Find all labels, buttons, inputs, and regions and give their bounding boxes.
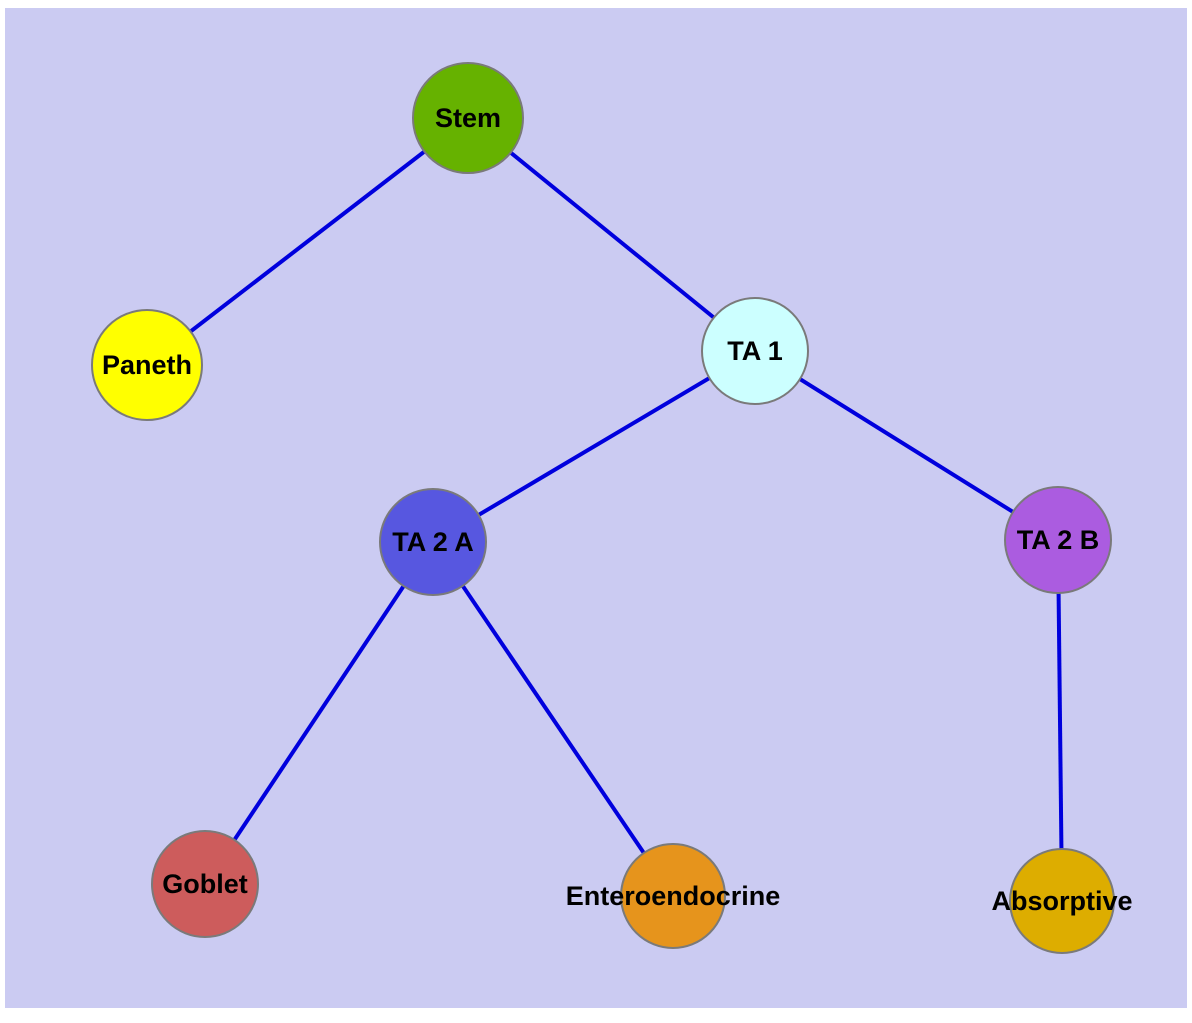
node-enteroendocrine[interactable] [620,843,726,949]
node-ta2b[interactable] [1004,486,1112,594]
node-goblet[interactable] [151,830,259,938]
edge-ta2a-enteroendocrine [431,540,675,898]
edge-ta1-ta2a [431,349,757,544]
edge-stem-paneth [145,116,470,367]
edge-stem-ta1 [466,116,757,353]
node-absorptive[interactable] [1009,848,1115,954]
node-ta2a[interactable] [379,488,487,596]
node-ta1[interactable] [701,297,809,405]
edge-ta1-ta2b [753,349,1060,542]
node-paneth[interactable] [91,309,203,421]
edge-ta2b-absorptive [1056,539,1064,902]
node-stem[interactable] [412,62,524,174]
edge-ta2a-goblet [203,540,435,886]
